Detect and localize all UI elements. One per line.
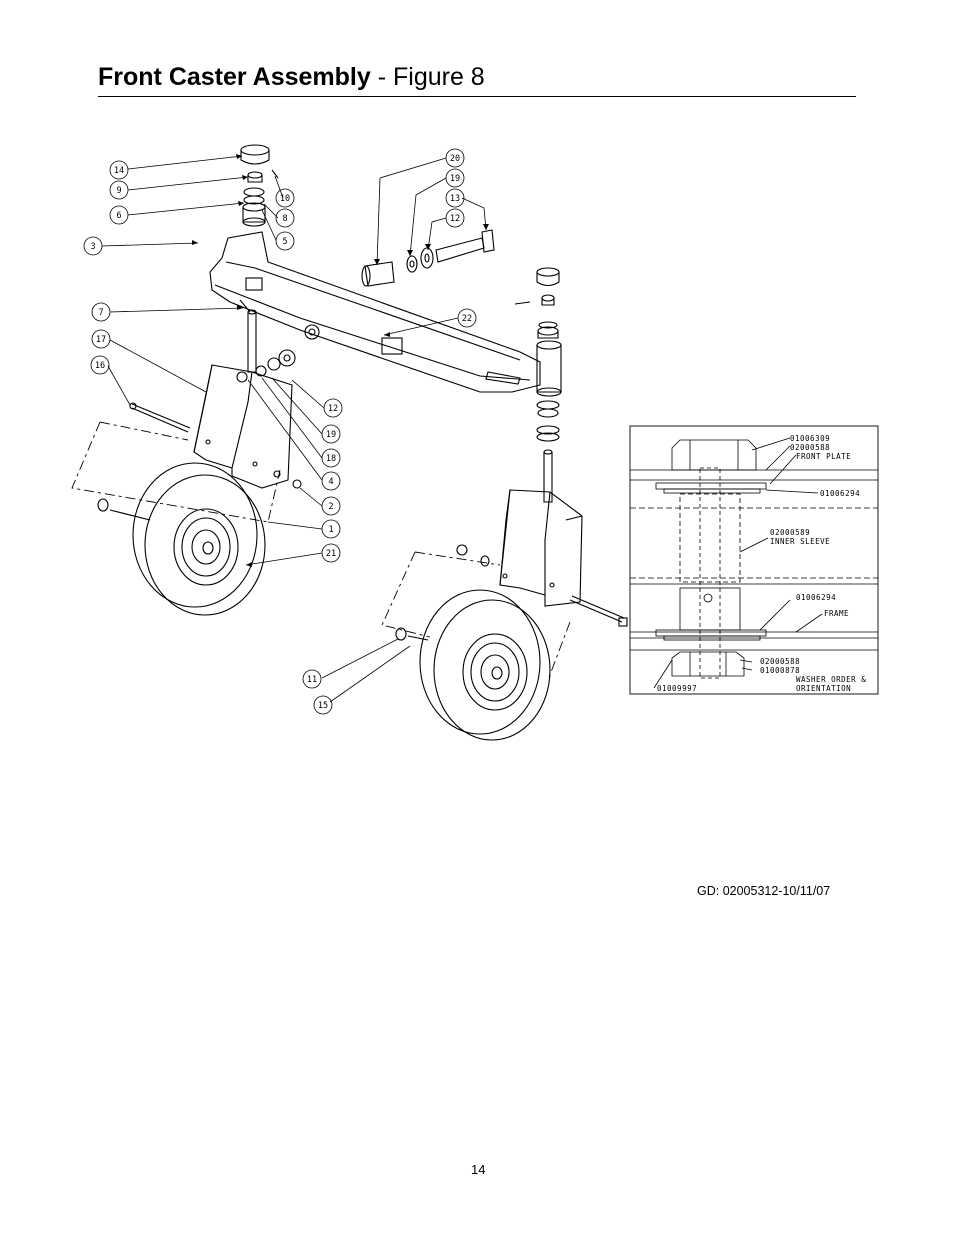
callout-12-top: 12 — [445, 208, 465, 228]
leader-lines — [101, 155, 487, 703]
document-code: GD: 02005312-10/11/07 — [697, 884, 831, 898]
callout-19: 19 — [445, 168, 465, 188]
detail-label-02000588-top: 02000588 — [790, 443, 830, 452]
svg-text:20: 20 — [450, 154, 460, 164]
svg-text:8: 8 — [282, 214, 287, 224]
washer-order-detail: 01006309 02000588 FRONT PLATE 01006294 0… — [629, 425, 879, 695]
svg-text:2: 2 — [328, 502, 333, 512]
detail-label-01006294-top: 01006294 — [820, 489, 860, 498]
dashed-guides — [71, 421, 571, 681]
svg-text:18: 18 — [326, 454, 336, 464]
svg-text:19: 19 — [450, 174, 460, 184]
svg-text:13: 13 — [450, 194, 460, 204]
detail-label-01006294-bottom: 01006294 — [796, 593, 836, 602]
callout-10: 10 — [275, 188, 295, 208]
svg-text:14: 14 — [114, 166, 124, 176]
svg-text:21: 21 — [326, 549, 336, 559]
callout-1: 1 — [321, 519, 341, 539]
detail-label-inner-sleeve: INNER SLEEVE — [770, 537, 830, 546]
title-figure: - Figure 8 — [370, 63, 485, 91]
detail-label-01000878: 01000878 — [760, 666, 800, 675]
callout-15: 15 — [313, 695, 333, 715]
callout-13: 13 — [445, 188, 465, 208]
callout-8: 8 — [275, 208, 295, 228]
callout-7: 7 — [91, 302, 111, 322]
callout-17: 17 — [91, 329, 111, 349]
svg-text:17: 17 — [96, 335, 106, 345]
svg-text:15: 15 — [318, 701, 328, 711]
svg-text:12: 12 — [450, 214, 460, 224]
svg-text:4: 4 — [328, 477, 333, 487]
callout-12: 12 — [323, 398, 343, 418]
callout-5: 5 — [275, 231, 295, 251]
title-underline — [98, 96, 856, 97]
svg-text:6: 6 — [116, 211, 121, 221]
callout-3: 3 — [83, 236, 103, 256]
svg-text:10: 10 — [280, 194, 290, 204]
svg-text:9: 9 — [116, 186, 121, 196]
svg-text:1: 1 — [328, 525, 333, 535]
detail-label-02000588-bottom: 02000588 — [760, 657, 800, 666]
callout-11: 11 — [302, 669, 322, 689]
detail-label-02000589: 02000589 — [770, 528, 810, 537]
callout-6: 6 — [109, 205, 129, 225]
callout-18: 18 — [321, 448, 341, 468]
page-title: Front Caster Assembly - Figure 8 — [98, 62, 485, 92]
axle-crossbar — [209, 231, 541, 393]
callout-14: 14 — [109, 160, 129, 180]
leader-arrowheads — [192, 154, 489, 567]
detail-label-frame: FRAME — [824, 609, 849, 618]
svg-text:5: 5 — [282, 237, 287, 247]
svg-text:22: 22 — [462, 314, 472, 324]
detail-label-01006309: 01006309 — [790, 434, 830, 443]
callout-19-low: 19 — [321, 424, 341, 444]
left-spindle-stack — [240, 144, 279, 373]
right-caster-fork — [456, 489, 628, 627]
right-wheel — [395, 589, 551, 741]
svg-text:12: 12 — [328, 404, 338, 414]
callout-9: 9 — [109, 180, 129, 200]
callout-22: 22 — [457, 308, 477, 328]
callout-2: 2 — [321, 496, 341, 516]
callout-16: 16 — [90, 355, 110, 375]
right-spindle-stack — [514, 267, 562, 503]
page-number: 14 — [471, 1162, 486, 1177]
title-main: Front Caster Assembly — [98, 63, 371, 91]
detail-label-01009997: 01009997 — [657, 684, 697, 693]
detail-label-front-plate: FRONT PLATE — [796, 452, 851, 461]
svg-text:11: 11 — [307, 675, 317, 685]
detail-label-washer-order: WASHER ORDER & — [796, 675, 866, 684]
svg-text:3: 3 — [90, 242, 95, 252]
svg-text:7: 7 — [98, 308, 103, 318]
callout-4: 4 — [321, 471, 341, 491]
pivot-hardware — [361, 229, 495, 287]
callout-21: 21 — [321, 543, 341, 563]
left-wheel — [97, 462, 266, 616]
callout-labels: 14 9 6 3 10 8 5 7 17 16 20 19 13 12 22 1… — [83, 148, 477, 715]
callout-20: 20 — [445, 148, 465, 168]
detail-label-orientation: ORIENTATION — [796, 684, 851, 693]
svg-text:19: 19 — [326, 430, 336, 440]
svg-text:16: 16 — [95, 361, 105, 371]
